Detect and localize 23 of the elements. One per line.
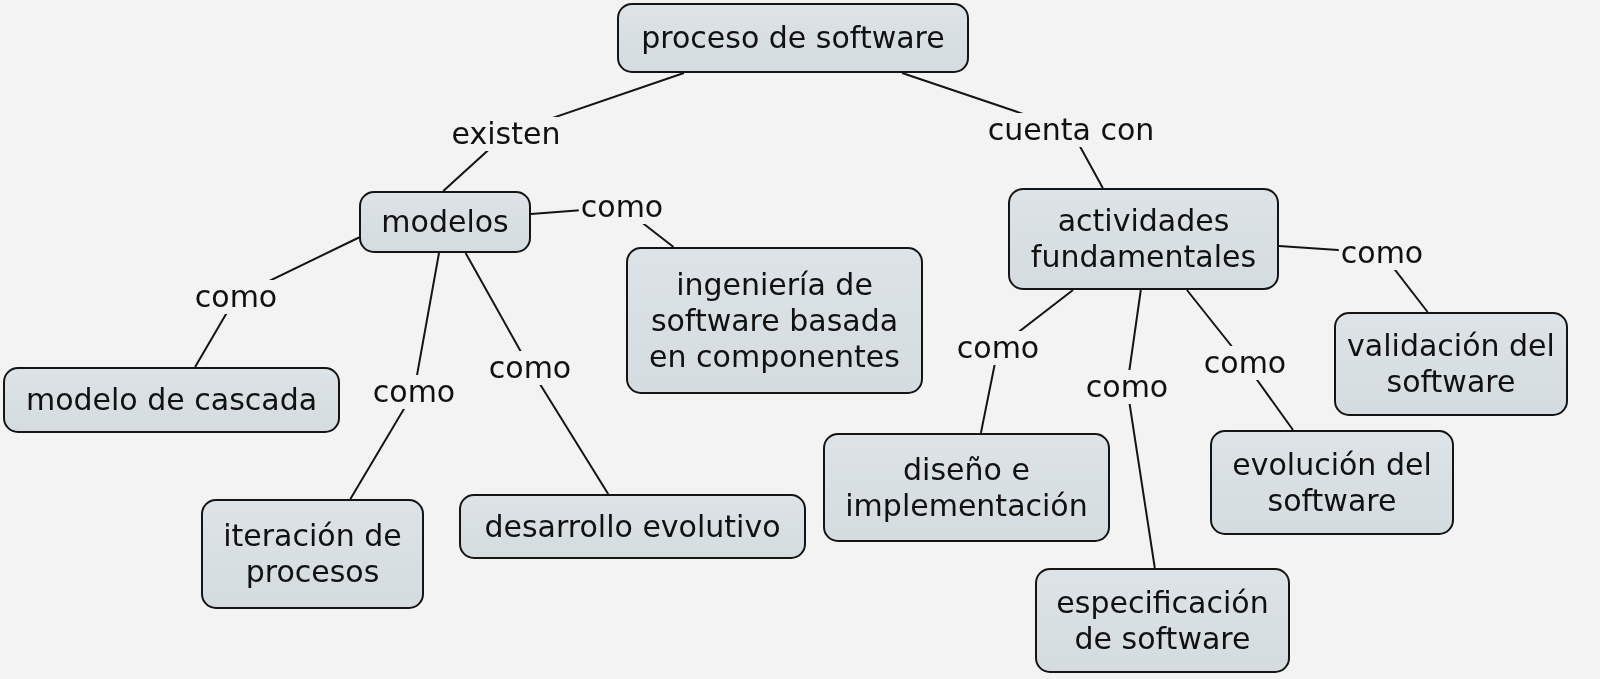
concept-box [1008,188,1279,290]
concept-text: evolución del software [1231,446,1433,519]
concept-box [459,494,806,559]
concept-box [617,3,969,73]
concept-text: desarrollo evolutivo [484,508,781,545]
concept-text: actividades fundamentales [1029,203,1258,275]
connector-line [1126,289,1156,569]
concept-box [1334,312,1568,416]
concept-text: validación del software [1346,328,1556,400]
concept-box [1210,430,1454,535]
concept-text: ingeniería de software basada en componentes [648,266,901,375]
concept-text: modelos [381,204,509,240]
concept-text: modelo de cascada [25,382,318,418]
concept-box [626,247,923,394]
concept-text: especificación de software [1055,584,1270,657]
concept-box [201,499,424,609]
concept-box [3,367,340,433]
concept-box [359,191,531,253]
concept-text: iteración de procesos [222,518,403,590]
concept-box [1035,568,1290,673]
concept-text: diseño e implementación [844,451,1089,524]
concept-text: proceso de software [641,20,945,56]
concept-box [823,433,1110,542]
